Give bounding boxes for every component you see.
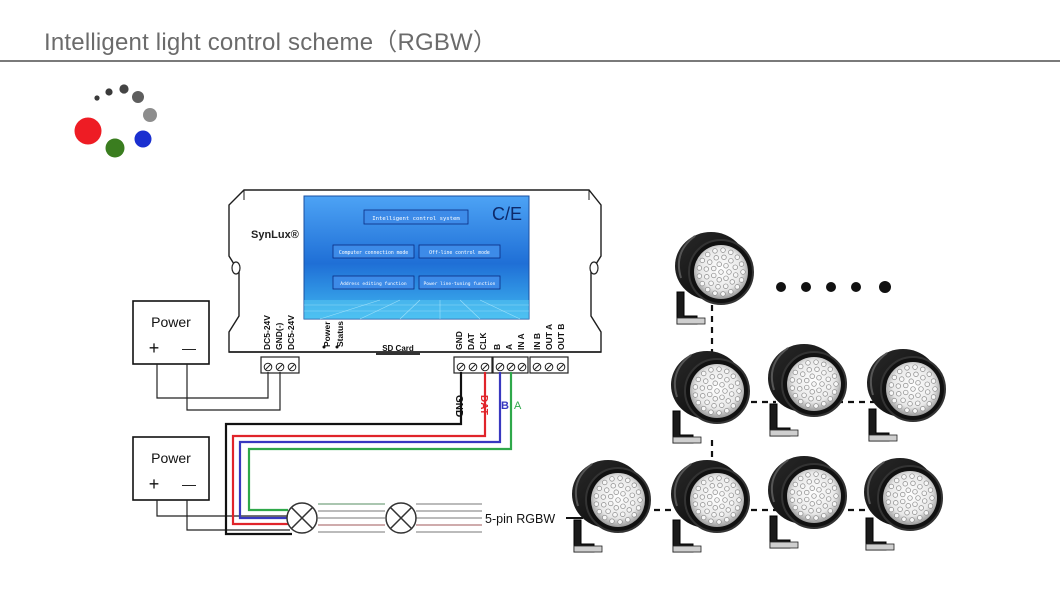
title-divider xyxy=(0,60,1060,62)
wire-label-dat: DAT xyxy=(478,395,489,415)
screen-button-offline-label: Off-line control mode xyxy=(429,250,490,256)
indicator-power-label: Power xyxy=(322,321,332,347)
terminal-label-gnd-minus: GND(-) xyxy=(274,322,284,350)
indicator-status-label: Status xyxy=(335,321,345,347)
terminal-label-out-b: OUT B xyxy=(556,324,566,350)
cable-label: 5-pin RGBW xyxy=(485,512,555,526)
screen-button-title-label: Intelligent control system xyxy=(372,216,460,222)
logo-dot-4 xyxy=(132,91,144,103)
terminal-label-b: B xyxy=(492,344,502,350)
power-supply-2: Power + — xyxy=(132,436,210,501)
terminal-label-out-a: OUT A xyxy=(544,324,554,350)
pixel-node-2 xyxy=(385,502,417,534)
screen-button-title xyxy=(363,209,469,225)
terminal-label-dc-1: DC5-24V xyxy=(262,315,272,350)
wire-dat-red xyxy=(231,372,487,526)
screen-button-powerline-label: Power line-tuning function xyxy=(424,281,496,287)
screen-button-offline xyxy=(418,244,501,259)
logo-red-dot xyxy=(74,117,102,145)
terminal-block-signal xyxy=(453,356,493,374)
terminal-block-dmx xyxy=(492,356,529,374)
spotlight-fixture xyxy=(867,349,946,442)
spotlight-fixture xyxy=(768,344,847,437)
wire-a-green xyxy=(247,372,513,512)
wire-gnd-black xyxy=(224,372,463,536)
terminal-label-dat: DAT xyxy=(466,332,476,350)
ps2-wire-minus xyxy=(186,500,290,531)
terminal-block-power xyxy=(260,356,300,374)
controller-brand: SynLux® xyxy=(251,229,299,241)
ps1-wire-plus xyxy=(156,364,269,399)
logo-dot-1 xyxy=(94,95,100,101)
screen-button-powerline xyxy=(418,275,501,290)
logo-blue-dot xyxy=(134,130,152,148)
pixel-node-1 xyxy=(286,502,318,534)
spotlight-fixture xyxy=(671,351,750,444)
logo-dot-2 xyxy=(105,88,113,96)
wire-label-gnd: GND xyxy=(453,395,464,417)
power-supply-2-minus: — xyxy=(182,476,196,492)
wire-b-blue xyxy=(238,372,502,520)
spotlight-fixture xyxy=(572,460,651,553)
cable-bundle xyxy=(318,503,482,533)
more-fixtures-ellipsis xyxy=(776,281,891,293)
logo-dot-5 xyxy=(143,108,157,122)
terminal-label-gnd: GND xyxy=(454,331,464,350)
spotlight-fixture xyxy=(864,458,943,551)
power-supply-2-label: Power xyxy=(151,450,191,466)
spotlight-fixture xyxy=(768,456,847,549)
terminal-label-a: A xyxy=(504,344,514,350)
screen-button-address-label: Address editing function xyxy=(340,281,407,287)
terminal-label-dc-2: DC5-24V xyxy=(286,315,296,350)
controller-screen: C/E Intelligent control system Computer … xyxy=(303,195,530,320)
screen-mark: C/E xyxy=(492,204,522,224)
power-supply-1-label: Power xyxy=(151,314,191,330)
screen-button-computer-label: Computer connection mode xyxy=(339,250,408,256)
spotlight-fixture xyxy=(671,460,750,553)
controller-box: SynLux® C/E Intelligent control system C… xyxy=(228,189,602,355)
wire-label-a: A xyxy=(514,400,522,412)
wire-label-b: B xyxy=(501,400,509,412)
power-supply-1-plus: + xyxy=(149,338,160,358)
mount-hole-right xyxy=(589,261,599,275)
logo-dot-3 xyxy=(119,84,129,94)
mount-hole-left xyxy=(231,261,241,275)
status-led xyxy=(335,345,339,349)
fixtures-group xyxy=(572,232,946,553)
ps1-wire-minus xyxy=(186,364,281,411)
terminal-label-clk: CLK xyxy=(478,332,488,350)
logo-green-dot xyxy=(105,138,125,158)
power-supply-2-plus: + xyxy=(149,474,160,494)
power-led xyxy=(322,345,326,349)
terminal-block-ab xyxy=(529,356,569,374)
power-supply-1-minus: — xyxy=(182,340,196,356)
page-title: Intelligent light control scheme（RGBW） xyxy=(44,29,498,56)
sd-card-label: SD Card xyxy=(382,344,414,353)
terminal-label-in-a: IN A xyxy=(516,333,526,350)
sd-card-slot xyxy=(376,352,420,355)
screen-button-computer xyxy=(332,244,415,259)
ps2-wire-plus xyxy=(156,500,290,517)
brand-logo xyxy=(74,84,157,158)
terminal-label-in-b: IN B xyxy=(532,333,542,350)
power-supply-1: Power + — xyxy=(132,300,210,365)
screen-button-address xyxy=(332,275,415,290)
spotlight-fixture xyxy=(675,232,754,325)
